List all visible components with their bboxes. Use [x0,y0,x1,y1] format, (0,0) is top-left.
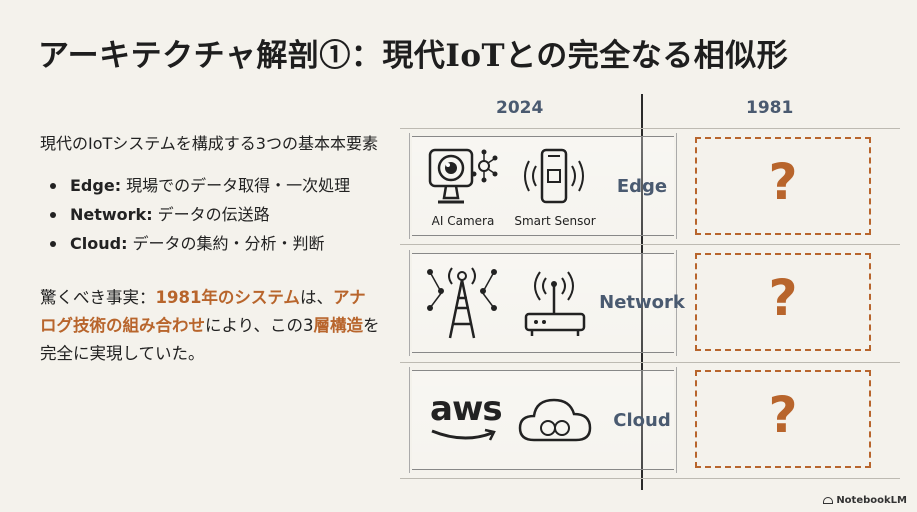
fact-highlight: 1981年のシステム [155,288,300,307]
left-panel: 現代のIoTシステムを構成する3つの基本本要素 Edge: 現場でのデータ取得・… [40,130,380,368]
page-title: アーキテクチャ解剖①：現代IoTとの完全なる相似形 [38,38,789,74]
brand-label: NotebookLM [836,495,907,506]
cloud-unknown-box: ? [695,370,871,468]
aws-smile-icon [431,428,496,441]
layer-label-cloud: Cloud [613,410,671,431]
fact-paragraph: 驚くべき事実：1981年のシステムは、アナログ技術の組み合わせにより、この3層構… [40,284,380,368]
bullet-term: Cloud: [70,234,128,253]
column-divider [641,94,643,490]
cloud-row-2024 [409,367,677,473]
bullet-cloud: Cloud: データの集約・分析・判断 [40,229,380,258]
column-2024: 2024 [496,98,544,118]
fact-text: 驚くべき事実： [40,288,156,307]
bullet-edge: Edge: 現場でのデータ取得・一次処理 [40,171,380,200]
guide-line [400,128,900,129]
bullet-term: Edge: [70,176,122,195]
network-row-2024 [409,250,677,356]
network-unknown-box: ? [695,253,871,351]
sensor-label: Smart Sensor [514,214,596,228]
cloud-icon [518,398,592,442]
antenna-tower-icon [427,267,497,339]
guide-line [400,478,900,479]
bullet-term: Network: [70,205,153,224]
bullet-list: Edge: 現場でのデータ取得・一次処理 Network: データの伝送路 Cl… [40,171,380,258]
question-mark: ? [768,386,798,444]
layer-label-edge: Edge [616,176,668,197]
guide-line [400,244,900,245]
aws-logo: aws [430,389,503,429]
question-mark: ? [768,269,798,327]
question-mark: ? [768,153,798,211]
camera-icon [428,148,498,204]
intro-text: 現代のIoTシステムを構成する3つの基本本要素 [40,134,378,153]
camera-label: AI Camera [431,214,495,228]
fact-text: は、 [299,288,333,307]
edge-unknown-box: ? [695,137,871,235]
fact-text: により、この3 [205,316,314,335]
sensor-icon [524,148,584,204]
router-icon [524,271,586,336]
guide-line [400,362,900,363]
fact-text: を完全に実現していた。 [40,316,380,363]
bullet-desc: データの伝送路 [152,205,270,224]
fact-highlight: 層構造 [313,316,364,335]
bullet-desc: データの集約・分析・判断 [127,234,325,253]
fact-highlight: アナログ技術の組み合わせ [40,288,366,335]
bullet-network: Network: データの伝送路 [40,200,380,229]
brand-badge: NotebookLM [823,495,907,506]
bullet-desc: 現場でのデータ取得・一次処理 [121,176,351,195]
notebooklm-icon [823,497,834,504]
layer-label-network: Network [599,292,685,313]
column-1981: 1981 [746,98,794,118]
